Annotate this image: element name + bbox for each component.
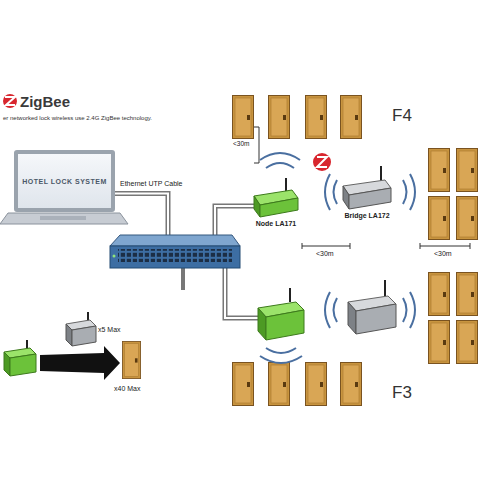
door <box>457 273 478 316</box>
bridge-device: Bridge LA172 <box>341 166 393 219</box>
laptop-screen: HOTEL LOCK SYSTEM <box>14 150 115 212</box>
door <box>269 363 290 406</box>
laptop-trackpad <box>40 216 86 220</box>
node-label: Bridge LA172 <box>343 212 390 219</box>
door <box>269 96 290 139</box>
node-device: Node LA171 <box>252 178 300 227</box>
door <box>233 363 254 406</box>
zigbee-logo <box>3 94 17 108</box>
door <box>429 197 450 240</box>
dimension-line <box>420 243 470 249</box>
zigbee-badge <box>313 153 331 171</box>
dimension-bracket <box>254 127 259 163</box>
text-label: F4 <box>392 106 412 126</box>
door <box>429 273 450 316</box>
door <box>457 149 478 192</box>
door <box>233 96 254 139</box>
capacity-figure <box>4 312 120 380</box>
door <box>306 96 327 139</box>
text-label: er networked lock wireless use 2.4G ZigB… <box>3 115 152 121</box>
edge-label: Ethernet UTP Cable <box>119 180 184 187</box>
text-label: x5 Max <box>98 326 121 333</box>
door <box>429 149 450 192</box>
door <box>457 197 478 240</box>
wireless-waves <box>260 153 415 363</box>
text-label: F3 <box>392 383 412 403</box>
text-label: <30m <box>316 250 334 257</box>
network-switch <box>110 235 240 268</box>
text-label: x40 Max <box>114 385 140 392</box>
door <box>429 321 450 364</box>
node-device <box>258 288 304 340</box>
door <box>457 321 478 364</box>
text-label: <30m <box>233 140 249 147</box>
door <box>122 341 140 378</box>
text-label: ZigBee <box>20 93 70 110</box>
laptop-base <box>0 213 128 224</box>
dimension-line <box>302 243 350 249</box>
bridge-device <box>348 280 396 334</box>
door <box>341 96 362 139</box>
node-label: Node LA171 <box>255 220 297 227</box>
text-label: <30m <box>434 250 452 257</box>
door <box>341 363 362 406</box>
node-label: HOTEL LOCK SYSTEM <box>22 178 107 185</box>
cable <box>183 262 258 318</box>
door <box>306 363 327 406</box>
